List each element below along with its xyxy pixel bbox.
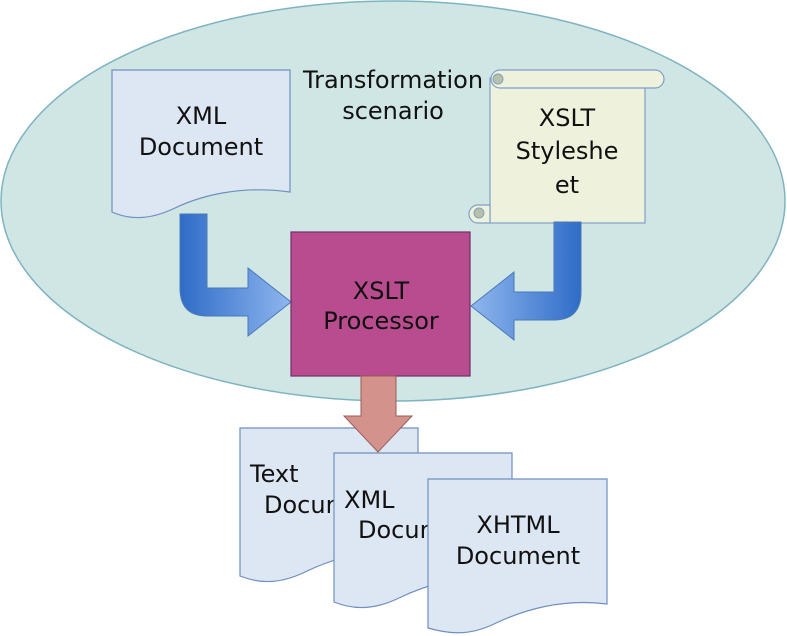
output-text-document-line1: Text bbox=[249, 460, 299, 488]
output-xhtml-document-line1: XHTML bbox=[476, 511, 560, 539]
xslt-stylesheet-line1: XSLT bbox=[539, 104, 596, 132]
xslt-processor-box: XSLT Processor bbox=[290, 231, 471, 377]
xslt-stylesheet-line3: et bbox=[555, 171, 579, 199]
xslt-processor-line2: Processor bbox=[323, 307, 439, 335]
scenario-label-line2: scenario bbox=[342, 97, 444, 125]
xslt-stylesheet-line2: Styleshe bbox=[516, 137, 619, 165]
output-xhtml-document-line2: Document bbox=[456, 542, 580, 570]
processor-to-outputs-arrow bbox=[342, 375, 414, 453]
stylesheet-to-processor-arrow bbox=[470, 221, 582, 342]
output-xml-document-line1: XML bbox=[344, 486, 395, 514]
input-xml-document-line1: XML bbox=[176, 102, 227, 130]
output-xhtml-document: XHTML Document bbox=[427, 478, 608, 634]
scenario-label-line1: Transformation bbox=[302, 66, 483, 94]
input-xml-document: XML Document bbox=[111, 69, 291, 219]
input-xml-document-line2: Document bbox=[139, 133, 263, 161]
xml-to-processor-arrow bbox=[179, 213, 292, 338]
xslt-stylesheet-scroll: XSLT Styleshe et bbox=[468, 69, 665, 224]
xslt-processor-line1: XSLT bbox=[353, 277, 410, 305]
